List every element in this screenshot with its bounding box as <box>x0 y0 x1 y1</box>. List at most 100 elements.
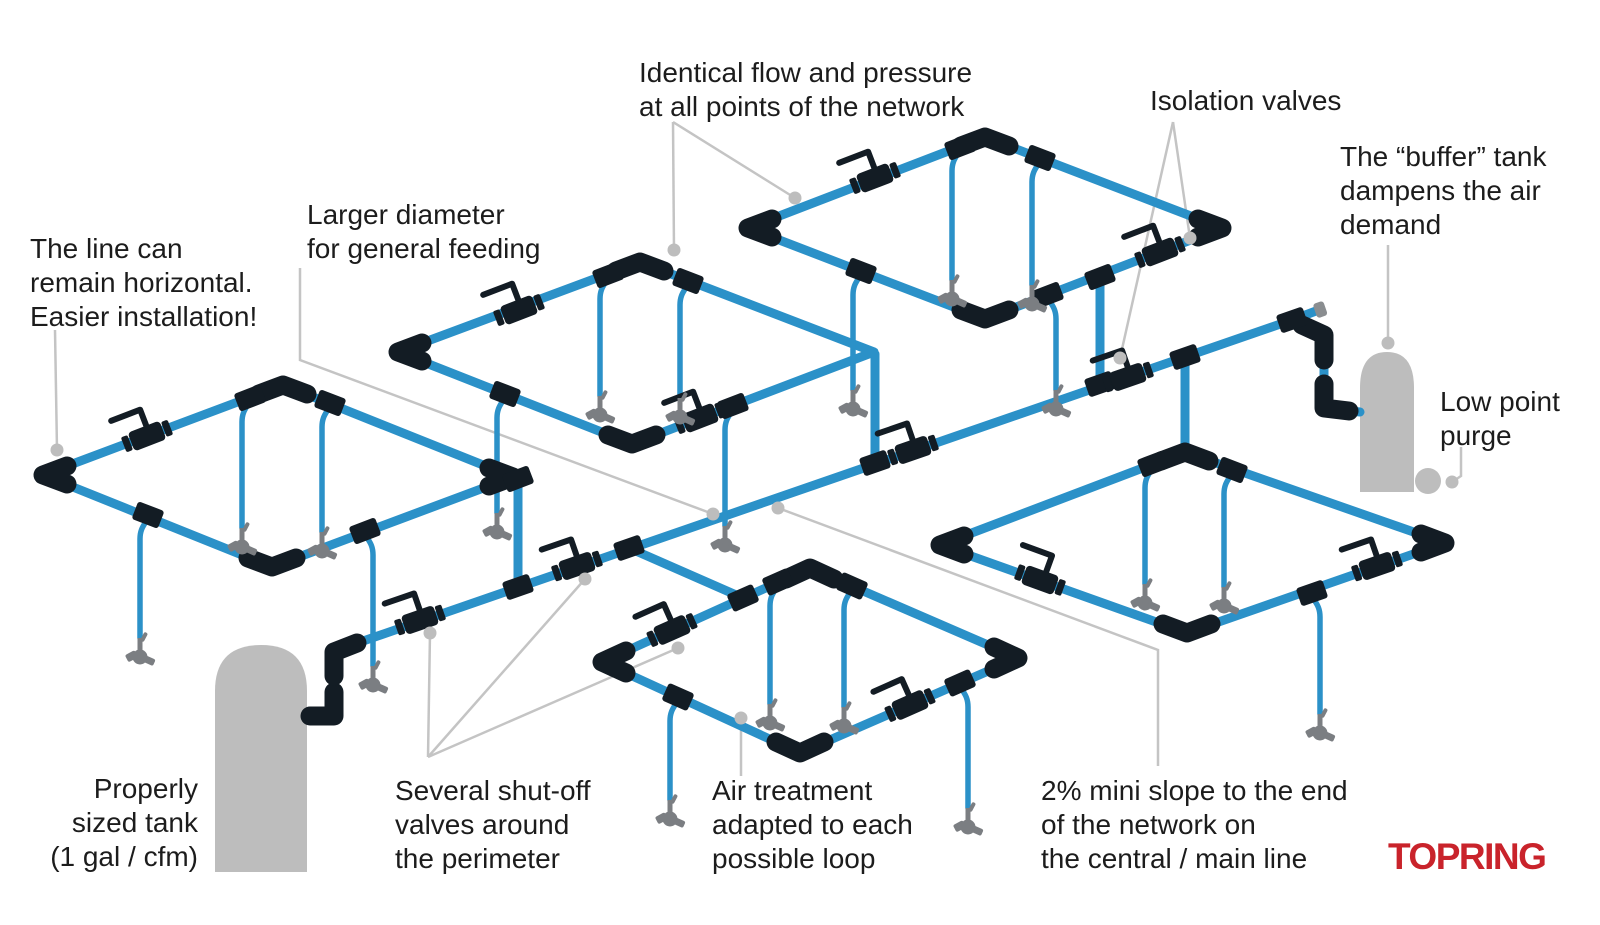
leader-larger-diameter <box>298 268 714 516</box>
label-line: at all points of the network <box>639 91 965 122</box>
label-line: (1 gal / cfm) <box>50 841 198 872</box>
leader-dot <box>671 641 685 655</box>
elbow-icon <box>249 375 317 404</box>
elbow-icon <box>606 252 674 281</box>
drop-leg <box>722 403 736 529</box>
drop-leg <box>1221 467 1235 590</box>
drop-leg <box>362 528 376 669</box>
tee-icon <box>1168 343 1202 371</box>
drop-leg <box>949 144 963 283</box>
drop-leg <box>319 400 333 535</box>
elbow-icon <box>592 641 636 683</box>
drop-leg <box>677 278 691 401</box>
tee-icon <box>1295 579 1329 607</box>
elbow-icon <box>1188 209 1232 247</box>
label-line: Low point <box>1440 386 1560 417</box>
label-line: the perimeter <box>395 843 560 874</box>
leader-dots <box>50 191 1459 725</box>
label-line: Larger diameter <box>307 199 505 230</box>
leader-dot <box>788 191 802 205</box>
label-line: Easier installation! <box>30 301 258 332</box>
leader-lines <box>53 120 1463 776</box>
leader-dot <box>734 711 748 725</box>
label-line: demand <box>1340 209 1442 240</box>
receiver-tank <box>215 645 307 872</box>
drop-leg <box>137 512 151 641</box>
tee-icon <box>844 257 878 285</box>
leader-dot <box>1113 351 1127 365</box>
drop-leg <box>494 391 508 516</box>
leader-identical-flow-2 <box>672 120 796 200</box>
label-line: purge <box>1440 420 1512 451</box>
drop-leg <box>957 680 971 811</box>
leader-shutoff-1 <box>426 632 432 758</box>
label-line: Air treatment <box>712 775 873 806</box>
leader-dot <box>1381 336 1395 350</box>
drop-leg <box>1045 292 1059 393</box>
elbow-icon <box>766 732 834 763</box>
leader-dot <box>771 501 785 515</box>
label-line: Several shut-off <box>395 775 591 806</box>
leader-isolation-2 <box>1118 121 1175 359</box>
label-line: 2% mini slope to the end <box>1041 775 1348 806</box>
elbow-icon <box>388 333 432 371</box>
label-line: the central / main line <box>1041 843 1308 874</box>
leader-identical-flow-1 <box>671 121 676 251</box>
tee-icon <box>1023 144 1057 172</box>
elbow-icon <box>238 548 306 577</box>
leader-dot <box>1183 231 1197 245</box>
label-line: dampens the air <box>1340 175 1541 206</box>
label-line: The “buffer” tank <box>1340 141 1547 172</box>
elbow-icon <box>951 300 1019 329</box>
loop-d-pipe <box>597 563 1023 758</box>
label-low-point-purge: Low point purge <box>1440 385 1560 453</box>
elbow-icon <box>984 637 1028 679</box>
label-line: possible loop <box>712 843 876 874</box>
leader-dot <box>423 626 437 640</box>
topring-logo: TOPRING <box>1388 836 1547 877</box>
end-cap <box>1313 301 1328 318</box>
label-line: Isolation valves <box>1150 85 1342 116</box>
tee-icon <box>488 380 522 408</box>
drop-leg <box>841 583 855 710</box>
label-line: Identical flow and pressure <box>639 57 973 88</box>
leader-dot <box>578 572 592 586</box>
label-line: of the network on <box>1041 809 1256 840</box>
elbow-fittings <box>33 127 1455 763</box>
leader-dot <box>1445 475 1459 489</box>
leader-dot <box>667 243 681 257</box>
elbow-icon <box>1411 524 1455 562</box>
leader-shutoff-2 <box>427 578 586 758</box>
leader-dot <box>50 443 64 457</box>
connector-loop-d <box>624 543 748 603</box>
elbow-icon <box>776 558 844 589</box>
label-line: valves around <box>395 809 570 840</box>
elbow-icon <box>1314 374 1359 421</box>
elbow-icon <box>1153 614 1221 643</box>
label-shutoff-valves: Several shut-off valves around the perim… <box>395 774 591 876</box>
label-line-horizontal: The line can remain horizontal. Easier i… <box>30 232 257 334</box>
buffer-tank <box>1360 352 1414 492</box>
drop-leg <box>1142 461 1156 587</box>
drop-leg <box>239 395 253 531</box>
drop-leg <box>850 268 864 393</box>
label-line: sized tank <box>71 807 198 838</box>
elbow-icon <box>738 209 782 247</box>
label-larger-diameter: Larger diameter for general feeding <box>307 198 541 266</box>
label-line: The line can <box>30 233 183 264</box>
elbow-icon <box>300 682 344 726</box>
elbow-icon <box>1151 442 1219 471</box>
drop-leg <box>597 272 611 399</box>
label-line: adapted to each <box>712 809 913 840</box>
leader-isolation-1 <box>1171 121 1192 239</box>
loop-b-pipe <box>393 257 879 449</box>
drop-leg <box>667 694 681 803</box>
leader-main-slope <box>777 506 1160 766</box>
label-line: remain horizontal. <box>30 267 253 298</box>
label-properly-sized-tank: Properly sized tank (1 gal / cfm) <box>28 772 198 874</box>
elbow-icon <box>598 425 666 454</box>
drop-leg <box>767 579 781 707</box>
elbow-icon <box>33 456 77 494</box>
